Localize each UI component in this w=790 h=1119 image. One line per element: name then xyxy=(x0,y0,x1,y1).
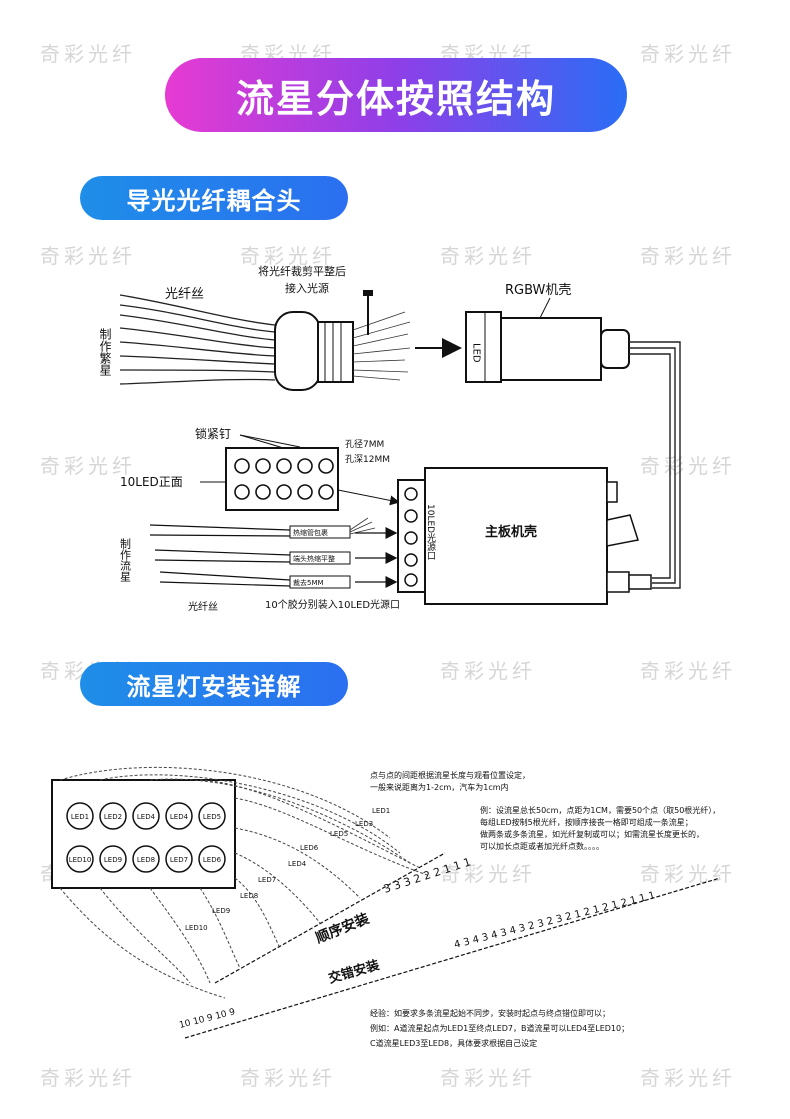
exp-line3: C道流星LED3至LED8，具体要求根据自己设定 xyxy=(370,1038,537,1048)
watermark: 奇彩光纤 xyxy=(40,38,136,67)
led9-label: LED9 xyxy=(212,907,230,915)
led8-label: LED8 xyxy=(240,892,258,900)
lock-screw-label: 锁紧钉 xyxy=(195,426,231,441)
led6-label: LED6 xyxy=(300,844,319,852)
order-install-label: 顺序安装 xyxy=(313,910,372,947)
note-line2: 一般来说距离为1-2cm，汽车为1cm内 xyxy=(370,782,509,792)
led5-label: LED5 xyxy=(330,830,348,838)
into-light-label: 接入光源 xyxy=(285,281,329,295)
led-r1-5: LED5 xyxy=(203,813,221,821)
led10-block xyxy=(226,448,338,510)
led7-label: LED7 xyxy=(258,876,276,884)
seq-top: 3 3 3 2 2 2 1 1 1 xyxy=(382,855,473,895)
example-line1: 例：设流星总长50cm，点距为1CM，需要50个点（取50根光纤）， xyxy=(480,805,720,815)
hole-depth-label: 孔深12MM xyxy=(345,454,390,465)
cut-fiber-label: 将光纤裁剪平整后 xyxy=(258,264,346,278)
led-r1-2: LED2 xyxy=(104,813,122,821)
fiber-bundle xyxy=(120,295,275,384)
example-line4: 可以加长点距或者加光纤点数。。。。 xyxy=(480,841,604,851)
coupler-head xyxy=(275,312,320,390)
ten-mm-label: 裁去5MM xyxy=(293,578,324,587)
coupler-diagram: 制作繁星 光纤丝 将光纤裁剪平整后 接入光源 RGBW机壳 LED xyxy=(0,250,790,670)
led-r1-3: LED4 xyxy=(137,813,156,821)
led10-label: LED10 xyxy=(185,924,208,932)
example-line2: 每组LED按制5根光纤，按顺序接丧一格即可组成一条流星； xyxy=(480,817,693,827)
watermark: 奇彩光纤 xyxy=(640,38,736,67)
heat-shrink-label: 热缩管包裹 xyxy=(293,528,328,537)
led-r2-1: LED10 xyxy=(69,856,92,864)
led-r2-2: LED9 xyxy=(104,856,122,864)
install-diagram: LED1 LED2 LED4 LED4 LED5 LED10 LED9 LED8… xyxy=(0,758,790,1118)
heat-fix-label: 端头热缩平整 xyxy=(293,554,335,563)
led4-label: LED4 xyxy=(288,860,307,868)
make-meteor-label: 制作流星 xyxy=(119,538,132,582)
led-r2-4: LED7 xyxy=(170,856,188,864)
led-r2-5: LED6 xyxy=(203,856,222,864)
exp-line1: 经验：如要求多条流星起始不同步，安装时起点与终点错位即可以； xyxy=(370,1008,610,1018)
led-r1-4: LED4 xyxy=(170,813,189,821)
mainboard-label: 主板机壳 xyxy=(485,524,537,540)
led-r1-1: LED1 xyxy=(71,813,89,821)
rgbw-label: RGBW机壳 xyxy=(505,283,571,298)
led1-label: LED1 xyxy=(372,807,390,815)
note-line1: 点与点的间距根据流星长度与观看位置设定， xyxy=(370,770,530,780)
fiber-silk-label: 光纤丝 xyxy=(165,287,204,302)
fiber-silk2-label: 光纤丝 xyxy=(188,600,218,613)
seq-bottom: 10 10 9 10 9 xyxy=(178,1007,236,1031)
led10-front-label: 10LED正面 xyxy=(120,475,183,489)
hole-dia-label: 孔径7MM xyxy=(345,438,384,450)
insert-note-label: 10个胶分别装入10LED光源口 xyxy=(265,598,400,611)
led10-port-label: 10LED光源口 xyxy=(425,504,436,560)
section-title-install: 流星灯安装详解 xyxy=(80,662,348,706)
section-title-coupler: 导光光纤耦合头 xyxy=(80,176,348,220)
main-title: 流星分体按照结构 xyxy=(165,58,627,132)
seq-numbers: 4 3 4 3 4 3 4 3 2 3 2 3 2 1 2 1 2 1 2 1 … xyxy=(453,890,656,951)
exp-line2: 例如：A道流星起点为LED1至终点LED7，B道流星可以LED4至LED10； xyxy=(370,1023,629,1033)
led-label: LED xyxy=(471,343,482,363)
make-star-label: 制作繁星 xyxy=(98,328,112,376)
ledc-label: LED3 xyxy=(355,820,373,828)
led-r2-3: LED8 xyxy=(137,856,155,864)
example-line3: 做两条或多条流星，如光纤复制或可以；如需流星长度更长的， xyxy=(480,829,704,839)
